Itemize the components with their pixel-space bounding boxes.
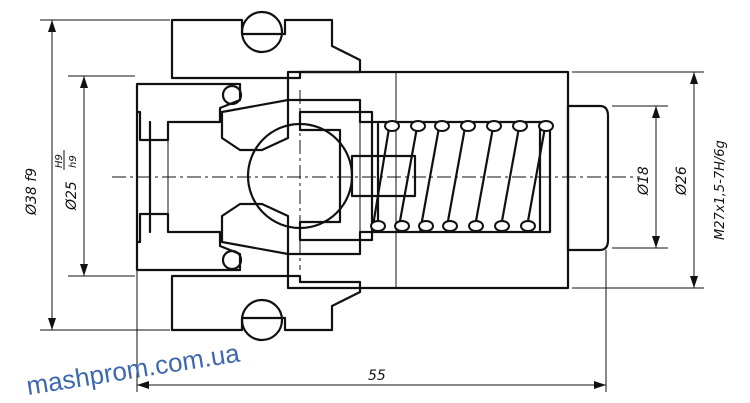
dim-spring-diameter — [572, 71, 704, 289]
spring-sleeve — [286, 70, 570, 290]
dim-ball-diameter-label: Ø18 — [636, 166, 652, 196]
dim-length-label: 55 — [368, 368, 386, 384]
dim-bore-diameter-label: Ø25 — [64, 181, 80, 211]
small-o-rings — [221, 84, 243, 271]
spring — [370, 120, 554, 234]
large-o-rings — [240, 10, 284, 342]
thread-spec-label: M27x1,5-7H/6g — [713, 140, 728, 240]
dim-length — [136, 250, 607, 392]
spring-pin — [350, 154, 417, 198]
dim-outer-diameter — [40, 19, 170, 331]
dim-spring-diameter-label: Ø26 — [674, 166, 690, 196]
watermark-text: mashprom.com.ua — [24, 338, 242, 401]
dim-fit-lower: h9 — [68, 155, 79, 168]
dim-outer-diameter-label: Ø38 f9 — [24, 168, 40, 216]
dim-bore-diameter — [68, 75, 135, 277]
ball-guide — [298, 110, 374, 242]
dim-fit-upper: H9 — [54, 154, 65, 168]
dim-ball-diameter — [612, 105, 668, 249]
housing-body — [170, 18, 362, 332]
right-plug — [566, 104, 610, 252]
